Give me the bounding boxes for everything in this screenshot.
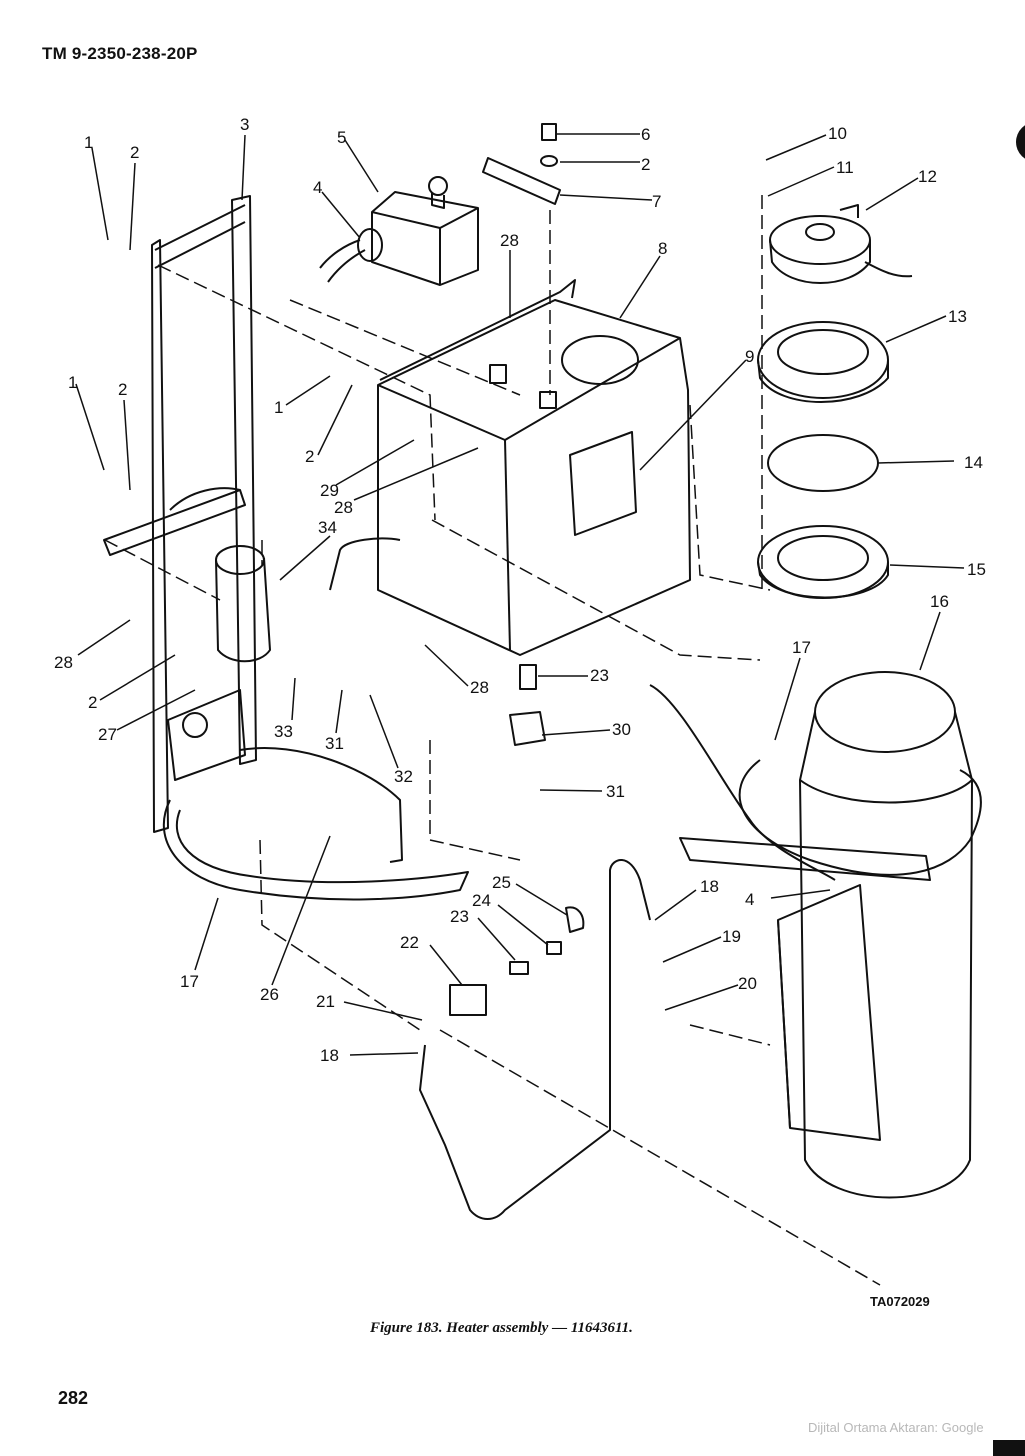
document-number: TM 9-2350-238-20P xyxy=(42,44,198,63)
callout-22: 22 xyxy=(400,933,419,952)
callout-1: 1 xyxy=(274,398,283,417)
callout-27: 27 xyxy=(98,725,117,744)
callout-2: 2 xyxy=(130,143,139,162)
callout-32: 32 xyxy=(394,767,413,786)
callout-29: 29 xyxy=(320,481,339,500)
callout-1: 1 xyxy=(68,373,77,392)
callout-3: 3 xyxy=(240,115,249,134)
callout-13: 13 xyxy=(948,307,967,326)
mounting-bracket xyxy=(103,195,257,833)
callout-8: 8 xyxy=(658,239,667,258)
callout-31: 31 xyxy=(325,734,344,753)
callout-25: 25 xyxy=(492,873,511,892)
heater-clamp-lower xyxy=(162,799,469,901)
watermark: Dijital Ortama Aktaran: Google xyxy=(808,1420,984,1435)
callout-24: 24 xyxy=(472,891,491,910)
callout-2: 2 xyxy=(118,380,127,399)
callout-18: 18 xyxy=(700,877,719,896)
heater-unit xyxy=(777,671,973,1199)
callout-2: 2 xyxy=(88,693,97,712)
callout-28: 28 xyxy=(54,653,73,672)
control-box xyxy=(319,176,479,286)
callout-10: 10 xyxy=(828,124,847,143)
callout-12: 12 xyxy=(918,167,937,186)
callout-21: 21 xyxy=(316,992,335,1011)
hold-down-strap xyxy=(482,157,561,205)
callout-11: 11 xyxy=(836,158,854,177)
callout-23: 23 xyxy=(450,907,469,926)
corner-mark xyxy=(993,1440,1025,1456)
callout-28: 28 xyxy=(334,498,353,517)
callout-26: 26 xyxy=(260,985,279,1004)
callout-20: 20 xyxy=(738,974,757,993)
callout-1: 1 xyxy=(84,133,93,152)
figure-caption: Figure 183. Heater assembly — 11643611. xyxy=(370,1320,633,1336)
callout-4: 4 xyxy=(745,890,754,909)
callout-17: 17 xyxy=(792,638,811,657)
callout-7: 7 xyxy=(652,192,661,211)
callout-28: 28 xyxy=(500,231,519,250)
fuel-tank xyxy=(377,279,691,656)
filler-cap xyxy=(769,204,913,284)
art-code: TA072029 xyxy=(870,1294,930,1309)
callout-18: 18 xyxy=(320,1046,339,1065)
callout-28: 28 xyxy=(470,678,489,697)
callout-2: 2 xyxy=(305,447,314,466)
callout-19: 19 xyxy=(722,927,741,946)
callout-4: 4 xyxy=(313,178,322,197)
page-edge-tab xyxy=(1016,122,1025,162)
callout-2: 2 xyxy=(641,155,650,174)
callout-34: 34 xyxy=(318,518,337,537)
callout-31: 31 xyxy=(606,782,625,801)
callout-9: 9 xyxy=(745,347,754,366)
callout-15: 15 xyxy=(967,560,986,579)
callout-23: 23 xyxy=(590,666,609,685)
mounting-plate xyxy=(757,525,889,599)
callout-33: 33 xyxy=(274,722,293,741)
callout-5: 5 xyxy=(337,128,346,147)
gasket xyxy=(767,434,879,492)
callout-6: 6 xyxy=(641,125,650,144)
fuel-pump xyxy=(215,545,271,663)
callout-30: 30 xyxy=(612,720,631,739)
heater-clamp-upper xyxy=(738,759,982,876)
callout-17: 17 xyxy=(180,972,199,991)
callout-16: 16 xyxy=(930,592,949,611)
callout-14: 14 xyxy=(964,453,983,472)
page-number: 282 xyxy=(58,1388,89,1408)
adapter-ring xyxy=(757,321,889,403)
